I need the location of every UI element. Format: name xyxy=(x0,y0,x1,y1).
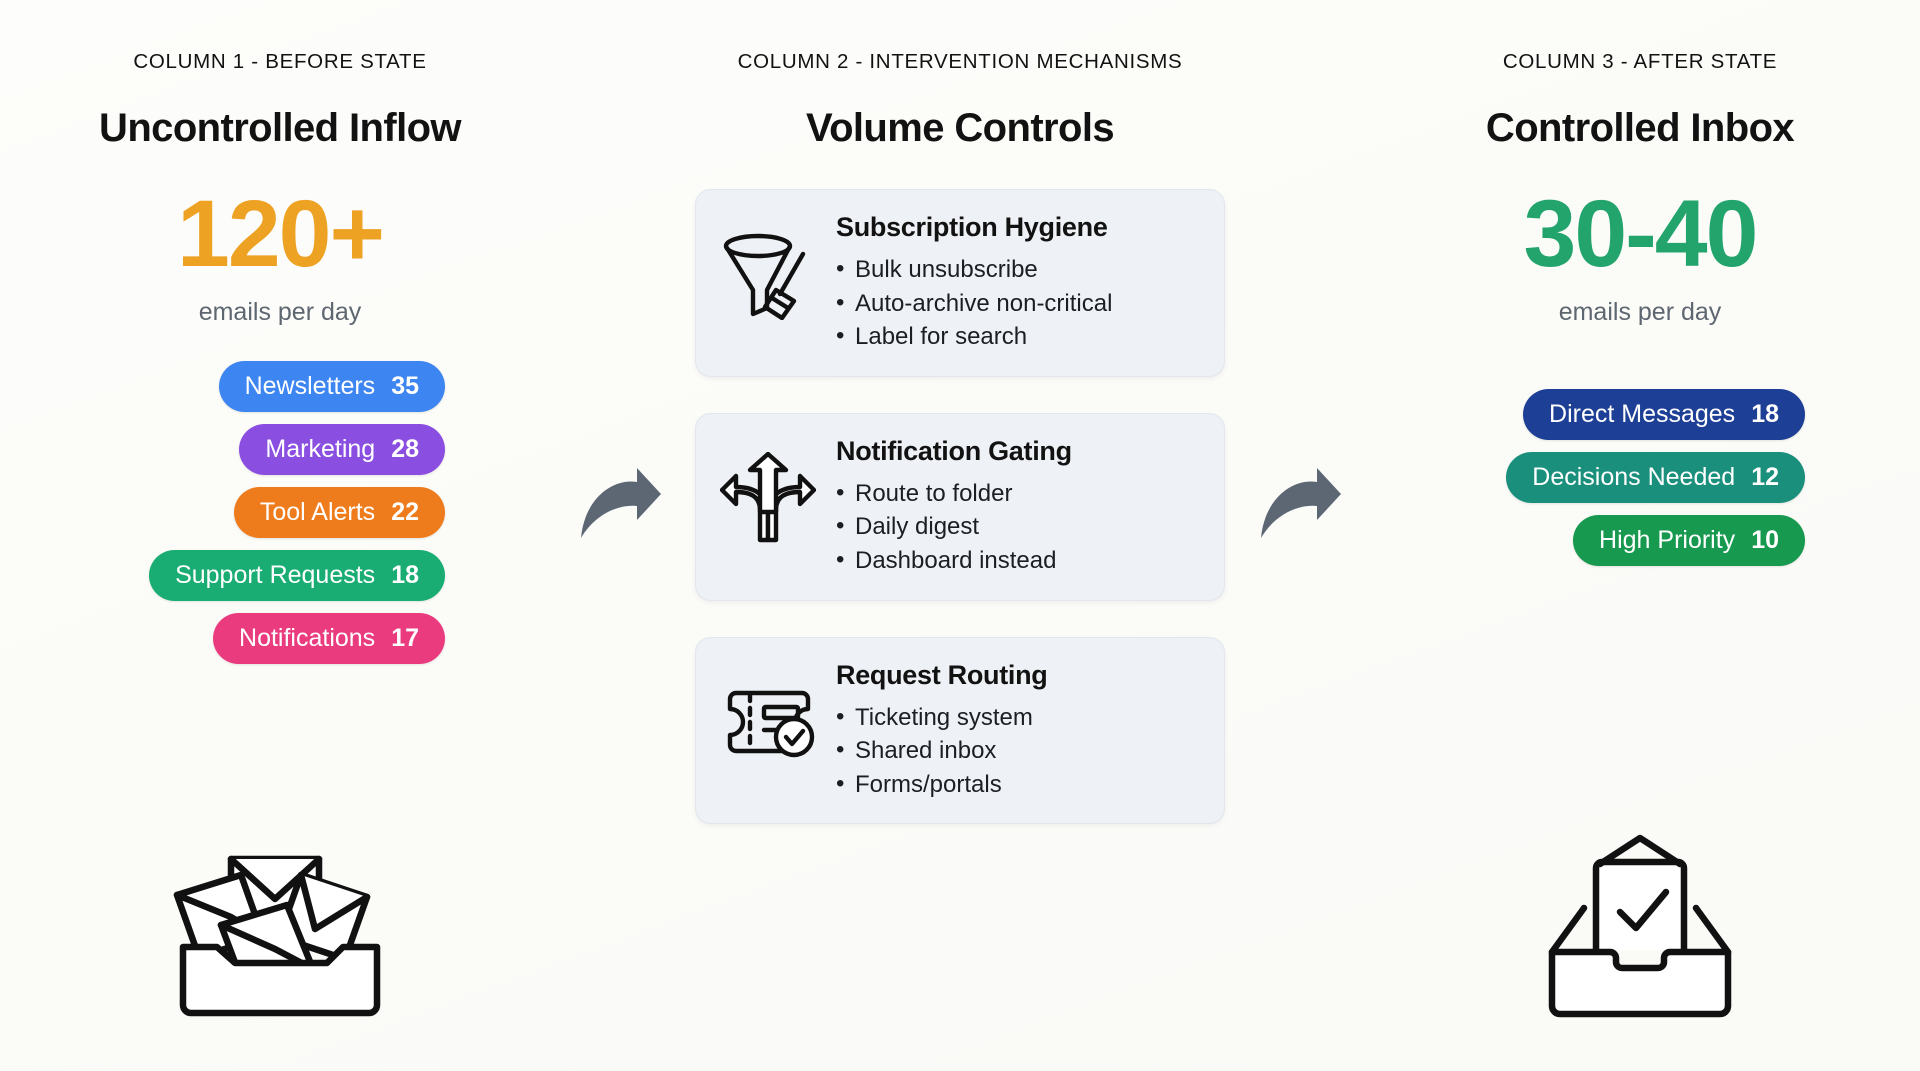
card-bullet: Forms/portals xyxy=(836,767,1198,802)
card-subscription-hygiene[interactable]: Subscription Hygiene Bulk unsubscribe Au… xyxy=(695,189,1225,377)
pill-value: 18 xyxy=(1751,400,1779,428)
three-way-arrow-icon xyxy=(718,448,818,548)
column-1-title: Uncontrolled Inflow xyxy=(99,106,462,150)
card-bullet: Label for search xyxy=(836,319,1198,354)
mechanism-card-list: Subscription Hygiene Bulk unsubscribe Au… xyxy=(695,189,1225,825)
pill-marketing[interactable]: Marketing 28 xyxy=(239,424,445,475)
card-bullet-list: Ticketing system Shared inbox Forms/port… xyxy=(836,700,1198,802)
column-intervention-mechanisms: COLUMN 2 - INTERVENTION MECHANISMS Volum… xyxy=(680,0,1240,1071)
pill-label: High Priority xyxy=(1599,526,1736,554)
card-bullet: Bulk unsubscribe xyxy=(836,252,1198,287)
pill-value: 10 xyxy=(1751,526,1779,554)
overflowing-inbox-illustration xyxy=(165,829,395,1019)
pill-direct-messages[interactable]: Direct Messages 18 xyxy=(1523,389,1805,440)
card-bullet: Shared inbox xyxy=(836,733,1198,768)
clean-inbox-check-icon xyxy=(1548,834,1732,1018)
column-3-kicker: COLUMN 3 - AFTER STATE xyxy=(1502,50,1778,73)
pill-value: 12 xyxy=(1751,463,1779,491)
ticket-check-icon xyxy=(718,672,818,772)
pill-value: 22 xyxy=(391,498,419,526)
card-bullet: Dashboard instead xyxy=(836,543,1198,578)
pill-decisions-needed[interactable]: Decisions Needed 12 xyxy=(1506,452,1805,503)
curved-right-arrow-icon xyxy=(1261,467,1341,538)
curved-right-arrow-icon xyxy=(581,467,661,538)
pill-value: 17 xyxy=(391,624,419,652)
column-3-metric-caption: emails per day xyxy=(1558,298,1722,326)
pill-label: Newsletters xyxy=(244,372,376,400)
card-request-routing[interactable]: Request Routing Ticketing system Shared … xyxy=(695,636,1225,825)
pill-label: Support Requests xyxy=(175,561,376,589)
column-2-title: Volume Controls xyxy=(805,106,1115,150)
pill-label: Decisions Needed xyxy=(1532,463,1736,491)
pill-support-requests[interactable]: Support Requests 18 xyxy=(149,550,445,601)
pill-high-priority[interactable]: High Priority 10 xyxy=(1573,515,1805,566)
card-title: Subscription Hygiene xyxy=(836,212,1108,242)
card-notification-gating[interactable]: Notification Gating Route to folder Dail… xyxy=(695,412,1225,601)
column-3-metric: 30-40 xyxy=(1523,181,1759,287)
card-body: Subscription Hygiene Bulk unsubscribe Au… xyxy=(836,210,1198,354)
pill-label: Marketing xyxy=(265,435,376,463)
column-before-state: COLUMN 1 - BEFORE STATE Uncontrolled Inf… xyxy=(0,0,560,1071)
inflow-pill-stack: Newsletters 35 Marketing 28 Tool Alerts … xyxy=(115,361,445,664)
column-after-state: COLUMN 3 - AFTER STATE Controlled Inbox … xyxy=(1360,0,1920,1071)
card-bullet-list: Route to folder Daily digest Dashboard i… xyxy=(836,476,1198,578)
card-bullet: Auto-archive non-critical xyxy=(836,286,1198,321)
column-3-title: Controlled Inbox xyxy=(1485,106,1795,150)
card-body: Notification Gating Route to folder Dail… xyxy=(836,434,1198,578)
card-bullet: Ticketing system xyxy=(836,700,1198,735)
overflowing-inbox-icon xyxy=(173,855,381,1017)
card-body: Request Routing Ticketing system Shared … xyxy=(836,658,1198,802)
pill-label: Direct Messages xyxy=(1549,400,1736,428)
pill-tool-alerts[interactable]: Tool Alerts 22 xyxy=(233,487,445,538)
pill-value: 35 xyxy=(391,372,419,400)
pill-value: 18 xyxy=(391,561,419,589)
pill-value: 28 xyxy=(391,435,419,463)
controlled-pill-stack: Direct Messages 18 Decisions Needed 12 H… xyxy=(1475,389,1805,566)
clean-inbox-illustration xyxy=(1540,834,1740,1019)
card-title: Notification Gating xyxy=(836,435,1072,466)
card-title: Request Routing xyxy=(836,659,1048,690)
pill-label: Tool Alerts xyxy=(259,498,376,526)
pill-newsletters[interactable]: Newsletters 35 xyxy=(218,361,445,412)
pill-label: Notifications xyxy=(239,624,376,652)
funnel-broom-icon xyxy=(718,224,818,324)
card-bullet: Route to folder xyxy=(836,476,1198,511)
column-1-metric: 120+ xyxy=(177,181,385,287)
flow-arrow-2 xyxy=(1240,0,1360,1071)
column-1-metric-caption: emails per day xyxy=(198,298,362,326)
card-bullet-list: Bulk unsubscribe Auto-archive non-critic… xyxy=(836,252,1198,354)
flow-arrow-1 xyxy=(560,0,680,1071)
pill-notifications[interactable]: Notifications 17 xyxy=(213,613,445,664)
card-bullet: Daily digest xyxy=(836,509,1198,544)
column-2-kicker: COLUMN 2 - INTERVENTION MECHANISMS xyxy=(737,50,1183,73)
column-1-kicker: COLUMN 1 - BEFORE STATE xyxy=(133,50,427,73)
